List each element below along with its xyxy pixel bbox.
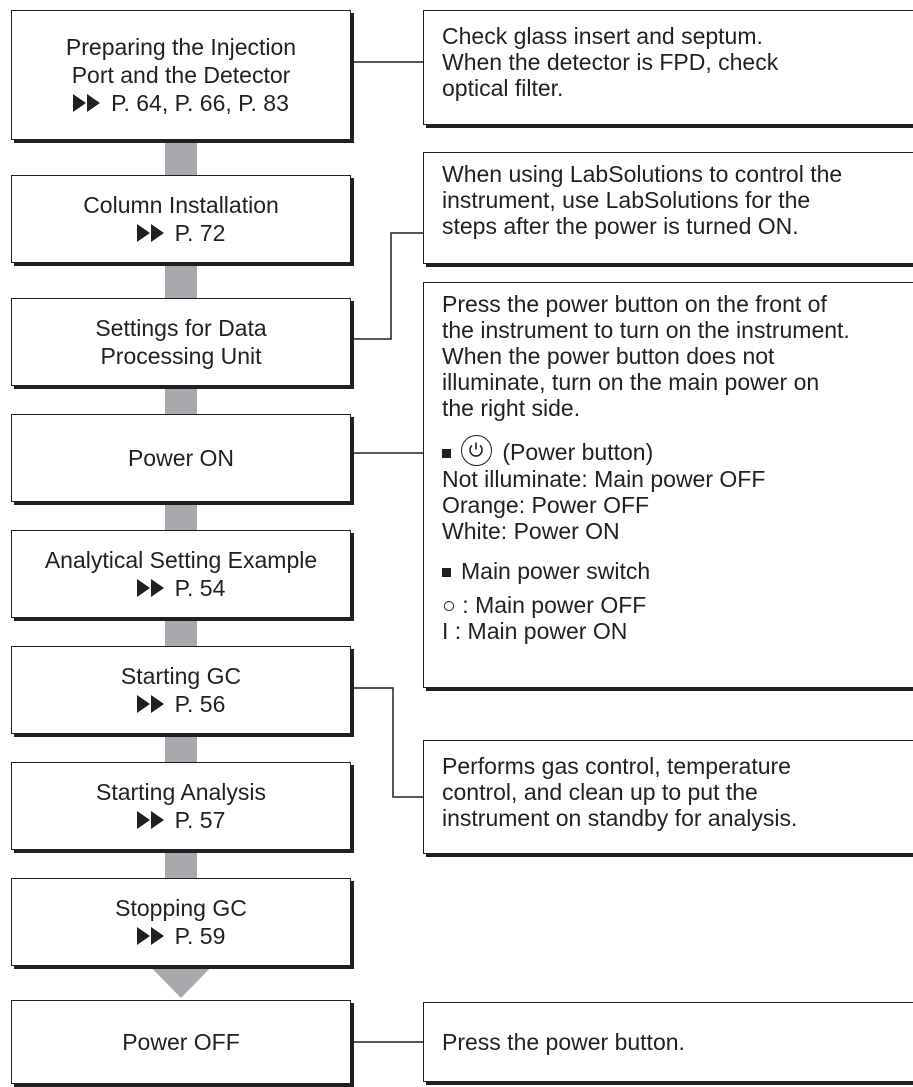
page-reference-text: P. 56: [174, 691, 226, 717]
note-starting-gc: Performs gas control, temperature contro…: [423, 740, 913, 854]
step-title-line: Power OFF: [122, 1029, 240, 1055]
page-reference-text: P. 57: [174, 807, 226, 833]
step-analytical-setting-example: Analytical Setting Example P. 54: [11, 530, 351, 618]
page-reference[interactable]: P. 72: [136, 219, 226, 247]
step-starting-gc: Starting GC P. 56: [11, 646, 351, 734]
note-line: I : Main power ON: [442, 618, 628, 644]
step-title-line: Power ON: [127, 445, 235, 471]
step-title-line: Processing Unit: [100, 343, 262, 369]
page-reference-text: P. 54: [174, 575, 226, 601]
step-title-line: Analytical Setting Example: [44, 547, 318, 573]
note-injection-port: Check glass insert and septum. When the …: [423, 10, 913, 125]
step-title-line: Port and the Detector: [71, 62, 291, 88]
note-line: When the power button does not: [442, 343, 775, 369]
double-arrow-icon: [73, 94, 101, 112]
note-line: illuminate, turn on the main power on: [442, 369, 820, 395]
step-title-line: Starting GC: [120, 663, 242, 689]
page-reference[interactable]: P. 64, P. 66, P. 83: [73, 89, 289, 117]
note-line: the instrument to turn on the instrument…: [442, 317, 850, 343]
page-reference[interactable]: P. 56: [136, 690, 226, 718]
note-line: Not illuminate: Main power OFF: [442, 466, 766, 492]
double-arrow-icon: [136, 695, 164, 713]
note-power-off: Press the power button.: [423, 1002, 913, 1082]
step-title-line: Preparing the Injection: [65, 34, 297, 60]
step-title-line: Column Installation: [83, 192, 279, 218]
note-line: Press the power button.: [442, 1029, 685, 1055]
note-line: the right side.: [442, 395, 581, 421]
step-settings-data-processing: Settings for Data Processing Unit: [11, 298, 351, 386]
note-line: When the detector is FPD, check: [442, 49, 779, 75]
note-line: Check glass insert and septum.: [442, 23, 763, 49]
power-button-heading: (Power button): [442, 435, 900, 466]
power-icon: [461, 435, 492, 466]
double-arrow-icon: [136, 579, 164, 597]
note-line: optical filter.: [442, 75, 564, 101]
main-switch-heading-text: Main power switch: [461, 558, 651, 584]
note-line: When using LabSolutions to control the: [442, 161, 843, 187]
step-power-off: Power OFF: [11, 1000, 351, 1084]
note-line: ○ : Main power OFF: [442, 592, 647, 618]
square-bullet-icon: [442, 449, 451, 458]
step-stopping-gc: Stopping GC P. 59: [11, 878, 351, 966]
note-line: control, and clean up to put the: [442, 779, 758, 805]
note-power-on: Press the power button on the front of t…: [423, 282, 913, 688]
step-preparing-injection-port: Preparing the Injection Port and the Det…: [11, 10, 351, 140]
double-arrow-icon: [136, 811, 164, 829]
page-reference[interactable]: P. 57: [136, 806, 226, 834]
leader-starting-gc: [331, 687, 423, 798]
page-reference-text: P. 59: [174, 923, 226, 949]
page-reference-text: P. 64, P. 66, P. 83: [111, 90, 289, 116]
step-title-line: Settings for Data: [95, 315, 267, 341]
flow-arrow-head: [142, 958, 220, 998]
note-line: instrument on standby for analysis.: [442, 805, 798, 831]
note-line: Orange: Power OFF: [442, 492, 650, 518]
step-starting-analysis: Starting Analysis P. 57: [11, 762, 351, 850]
step-column-installation: Column Installation P. 72: [11, 175, 351, 263]
step-title-line: Stopping GC: [115, 895, 247, 921]
note-line: Performs gas control, temperature: [442, 753, 791, 779]
power-button-heading-text: (Power button): [502, 439, 654, 465]
note-line: Press the power button on the front of: [442, 291, 827, 317]
step-title-line: Starting Analysis: [95, 779, 267, 805]
note-labsolutions: When using LabSolutions to control the i…: [423, 152, 913, 264]
leader-labsolutions: [331, 232, 423, 340]
double-arrow-icon: [136, 927, 164, 945]
double-arrow-icon: [136, 224, 164, 242]
page-reference[interactable]: P. 59: [136, 922, 226, 950]
note-line: White: Power ON: [442, 518, 620, 544]
page-reference[interactable]: P. 54: [136, 574, 226, 602]
step-power-on: Power ON: [11, 414, 351, 502]
main-switch-heading: Main power switch: [442, 558, 900, 584]
note-line: instrument, use LabSolutions for the: [442, 187, 811, 213]
note-line: steps after the power is turned ON.: [442, 213, 799, 239]
square-bullet-icon: [442, 568, 451, 577]
page-reference-text: P. 72: [174, 220, 226, 246]
